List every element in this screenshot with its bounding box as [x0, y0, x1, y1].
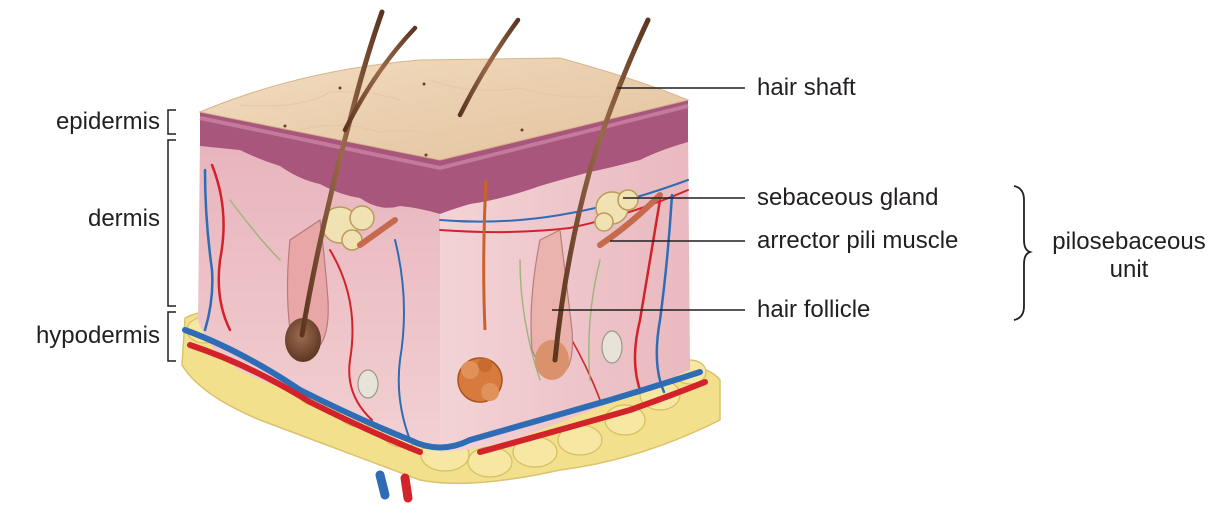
layer-brackets — [168, 110, 176, 361]
dermis-bracket — [168, 140, 176, 306]
epidermis-bracket — [168, 110, 176, 134]
arrector-pili-muscle-label: arrector pili muscle — [757, 227, 958, 255]
pilosebaceous-unit-label: unit — [1034, 256, 1224, 284]
pilosebaceous-label: pilosebaceous — [1034, 228, 1224, 256]
hypodermis-label: hypodermis — [0, 322, 160, 350]
epidermis-label: epidermis — [0, 108, 160, 136]
sebaceous-gland-label: sebaceous gland — [757, 184, 938, 212]
dermis-label: dermis — [0, 205, 160, 233]
hair-follicle-label: hair follicle — [757, 296, 870, 324]
hair-shaft-label: hair shaft — [757, 74, 856, 102]
pilosebaceous-brace — [1014, 186, 1030, 320]
hypodermis-bracket — [168, 312, 176, 361]
